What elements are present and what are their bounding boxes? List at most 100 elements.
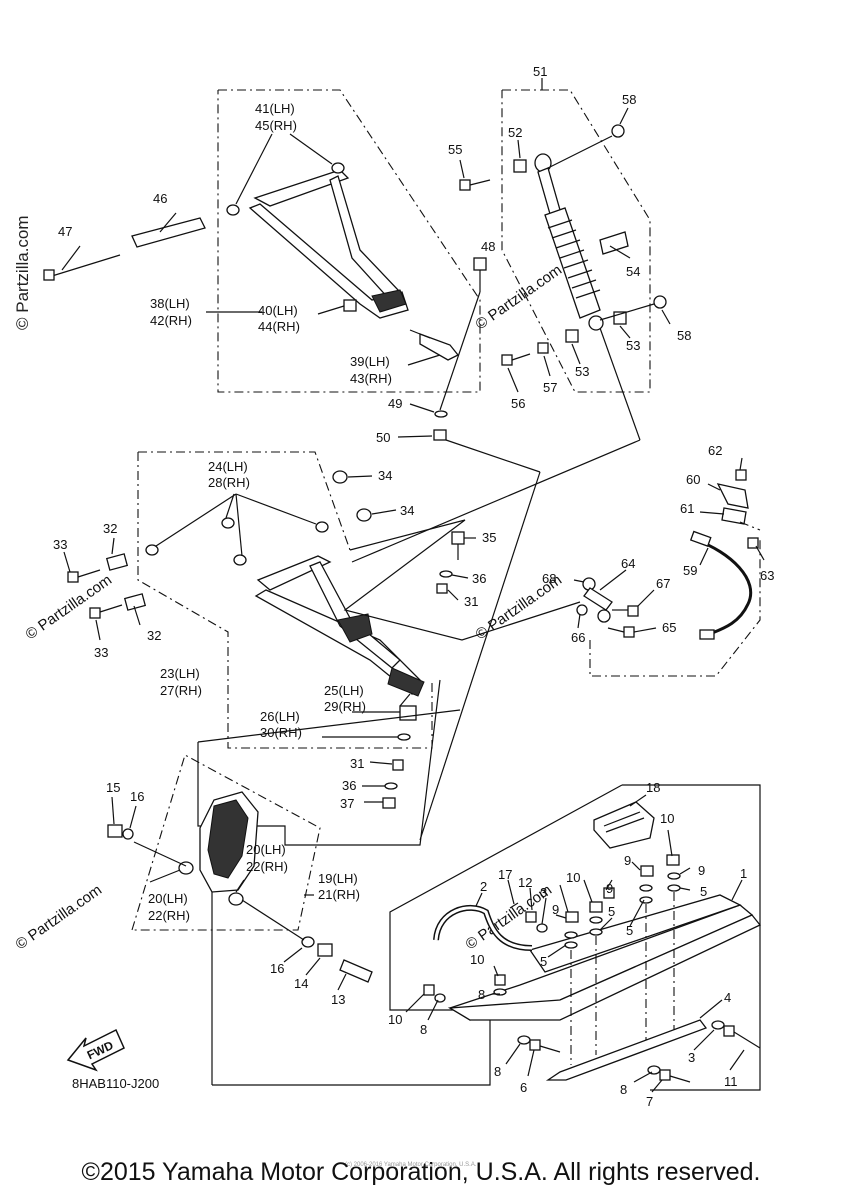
callout-label: 59 <box>683 563 697 578</box>
callout-label: 2 <box>480 879 487 894</box>
copyright-notice: ©2015 Yamaha Motor Corporation, U.S.A. A… <box>81 1158 761 1186</box>
callout-label: 4 <box>724 990 731 1005</box>
callout-label: 34 <box>378 468 392 483</box>
callout-label: 11 <box>724 1074 738 1089</box>
callout-label: 35 <box>482 530 496 545</box>
callout-label: 30(RH) <box>260 725 302 740</box>
upper-arm-group <box>43 89 487 411</box>
callout-label: 18 <box>646 780 660 795</box>
callout-label: 16 <box>130 789 144 804</box>
callout-label: 17 <box>498 867 512 882</box>
callout-label: 5 <box>700 884 707 899</box>
callout-label: 58 <box>677 328 691 343</box>
callout-label: 20(LH) <box>246 842 286 857</box>
callout-label: 38(LH) <box>150 296 190 311</box>
callout-label: 56 <box>511 396 525 411</box>
callout-label: 68 <box>542 571 556 586</box>
callout-label: 47 <box>58 224 72 239</box>
callout-label: 5 <box>540 954 547 969</box>
callout-label: 62 <box>708 443 722 458</box>
callout-label: 5 <box>608 904 615 919</box>
callout-label: 21(RH) <box>318 887 360 902</box>
callout-label: 10 <box>388 1012 402 1027</box>
callout-label: 51 <box>533 64 547 79</box>
callout-label: 36 <box>472 571 486 586</box>
lower-arm-group <box>63 451 581 809</box>
callout-label: 66 <box>571 630 585 645</box>
fwd-arrow: FWD <box>66 1028 125 1072</box>
callout-label: 10 <box>470 952 484 967</box>
callout-label: 9 <box>624 853 631 868</box>
callout-label: 64 <box>621 556 635 571</box>
callout-label: 44(RH) <box>258 319 300 334</box>
small-copyright: (c) 2006-2016 Yamaha Motor Corporation, … <box>345 1162 477 1168</box>
watermark-text: © Partzilla.com <box>473 261 566 333</box>
callout-label: 39(LH) <box>350 354 390 369</box>
callout-label: 8 <box>494 1064 501 1079</box>
callout-label: 8 <box>420 1022 427 1037</box>
callout-label: 22(RH) <box>148 908 190 923</box>
callout-label: 65 <box>662 620 676 635</box>
callout-label: 3 <box>688 1050 695 1065</box>
callout-label: 55 <box>448 142 462 157</box>
callout-label: 7 <box>646 1094 653 1109</box>
callout-label: 23(LH) <box>160 666 200 681</box>
callout-labels: 41(LH) 45(RH) 46 47 38(LH) 42(RH) 40(LH)… <box>53 64 774 1109</box>
callout-label: 50 <box>376 430 390 445</box>
callout-label: 31 <box>350 756 364 771</box>
callout-label: 9 <box>606 881 613 896</box>
callout-label: 1 <box>740 866 747 881</box>
callout-label: 53 <box>626 338 640 353</box>
callout-label: 48 <box>481 239 495 254</box>
callout-label: 36 <box>342 778 356 793</box>
callout-label: 67 <box>656 576 670 591</box>
callout-label: 15 <box>106 780 120 795</box>
callout-label: 60 <box>686 472 700 487</box>
callout-label: 34 <box>400 503 414 518</box>
callout-label: 19(LH) <box>318 871 358 886</box>
callout-label: 53 <box>575 364 589 379</box>
callout-label: 22(RH) <box>246 859 288 874</box>
callout-label: 26(LH) <box>260 709 300 724</box>
washer-49 <box>434 410 448 418</box>
stabilizer-link-group <box>573 457 765 677</box>
nut-50 <box>433 429 447 441</box>
callout-label: 57 <box>543 380 557 395</box>
callout-label: 25(LH) <box>324 683 364 698</box>
callout-label: 63 <box>760 568 774 583</box>
callout-label: 58 <box>622 92 636 107</box>
callout-label: 3 <box>540 885 547 900</box>
callout-label: 52 <box>508 125 522 140</box>
callout-label: 8 <box>620 1082 627 1097</box>
callout-label: 40(LH) <box>258 303 298 318</box>
spindle-group <box>107 679 461 1085</box>
callout-label: 33 <box>53 537 67 552</box>
callout-label: 9 <box>698 863 705 878</box>
callout-label: 12 <box>518 875 532 890</box>
callout-label: 28(RH) <box>208 475 250 490</box>
callout-label: 6 <box>520 1080 527 1095</box>
callout-label: 42(RH) <box>150 313 192 328</box>
ski-group <box>212 784 762 1093</box>
callout-label: 29(RH) <box>324 699 366 714</box>
callout-label: 43(RH) <box>350 371 392 386</box>
callout-label: 13 <box>331 992 345 1007</box>
callout-label: 16 <box>270 961 284 976</box>
callout-label: 46 <box>153 191 167 206</box>
callout-label: 54 <box>626 264 640 279</box>
callout-label: 20(LH) <box>148 891 188 906</box>
callout-label: 31 <box>464 594 478 609</box>
callout-label: 37 <box>340 796 354 811</box>
callout-label: 33 <box>94 645 108 660</box>
callout-label: 41(LH) <box>255 101 295 116</box>
callout-label: 27(RH) <box>160 683 202 698</box>
diagram-code: 8HAB110-J200 <box>72 1076 159 1091</box>
callout-label: 10 <box>566 870 580 885</box>
callout-label: 32 <box>103 521 117 536</box>
callout-label: 5 <box>626 923 633 938</box>
callout-label: 10 <box>660 811 674 826</box>
shock-group <box>351 78 671 563</box>
callout-label: 24(LH) <box>208 459 248 474</box>
callout-label: 32 <box>147 628 161 643</box>
